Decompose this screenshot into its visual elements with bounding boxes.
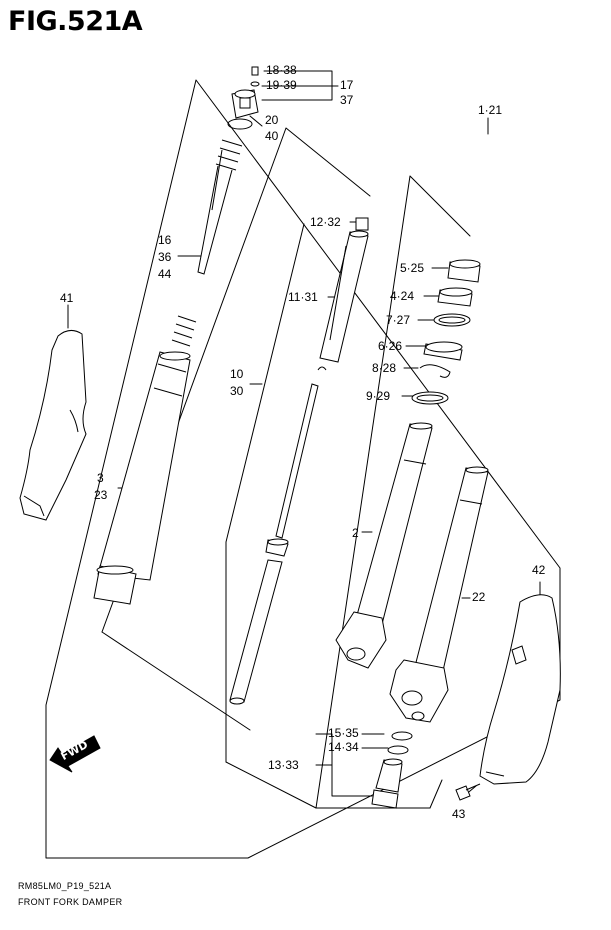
callout-43: 43: [452, 807, 466, 821]
callout-23: 23: [94, 488, 108, 502]
callout-12-32: 12·32: [310, 215, 341, 229]
callout-44: 44: [158, 267, 172, 281]
callout-5-25: 5·25: [400, 261, 425, 275]
inner-frame-b: [101, 631, 251, 731]
snap-clip: [317, 366, 327, 371]
inner-tube-right: [389, 466, 489, 723]
callout-14-34: 14·34: [328, 740, 359, 754]
outer-tube-left: [93, 139, 243, 605]
fork-guard-left: [19, 330, 87, 521]
washer-15: [391, 731, 413, 741]
base-valve-bolt: [371, 758, 403, 809]
callout-11-31: 11·31: [288, 290, 318, 304]
callout-1-21: 1·21: [478, 103, 503, 117]
inner-tube-left: [335, 422, 433, 669]
guard-bolt: [455, 783, 481, 801]
callout-30: 30: [230, 384, 244, 398]
callout-10: 10: [230, 367, 244, 381]
callout-42: 42: [532, 563, 546, 577]
callout-9-29: 9·29: [366, 389, 391, 403]
callout-8-28: 8·28: [372, 361, 397, 375]
inner-frame-e: [315, 175, 471, 809]
callout-6-26: 6·26: [378, 339, 403, 353]
figure-code: RM85LM0_P19_521A: [18, 881, 112, 891]
figure-caption: FRONT FORK DAMPER: [18, 897, 123, 907]
inner-cartridge-tube: [319, 217, 369, 363]
callout-16: 16: [158, 233, 172, 247]
callout-19-39: 19·39: [266, 78, 297, 92]
fork-cap-bolt: [231, 66, 260, 119]
callout-20: 20: [265, 113, 279, 127]
o-ring: [227, 118, 253, 130]
fwd-arrow-icon: [49, 735, 101, 773]
callout-40: 40: [265, 129, 279, 143]
callout-15-35: 15·35: [328, 726, 359, 740]
callout-3: 3: [97, 471, 104, 485]
callout-22: 22: [472, 590, 486, 604]
outer-frame: [45, 79, 561, 859]
inner-frame-c: [225, 223, 305, 763]
fork-guard-right: [479, 594, 561, 785]
washer-14: [387, 745, 409, 755]
callout-17: 17: [340, 78, 354, 92]
callout-2: 2: [352, 526, 359, 540]
damper-rod: [229, 383, 319, 705]
seal-stack: [411, 259, 481, 405]
callout-4-24: 4·24: [390, 289, 415, 303]
callout-18-38: 18·38: [266, 63, 297, 77]
callout-7-27: 7·27: [386, 313, 411, 327]
figure-title: FIG.521A: [8, 6, 143, 37]
callout-37: 37: [340, 93, 354, 107]
callout-41: 41: [60, 291, 74, 305]
inner-frame-d: [225, 761, 317, 809]
callout-13-33: 13·33: [268, 758, 299, 772]
callout-36: 36: [158, 250, 172, 264]
inner-frame-g: [429, 779, 443, 809]
